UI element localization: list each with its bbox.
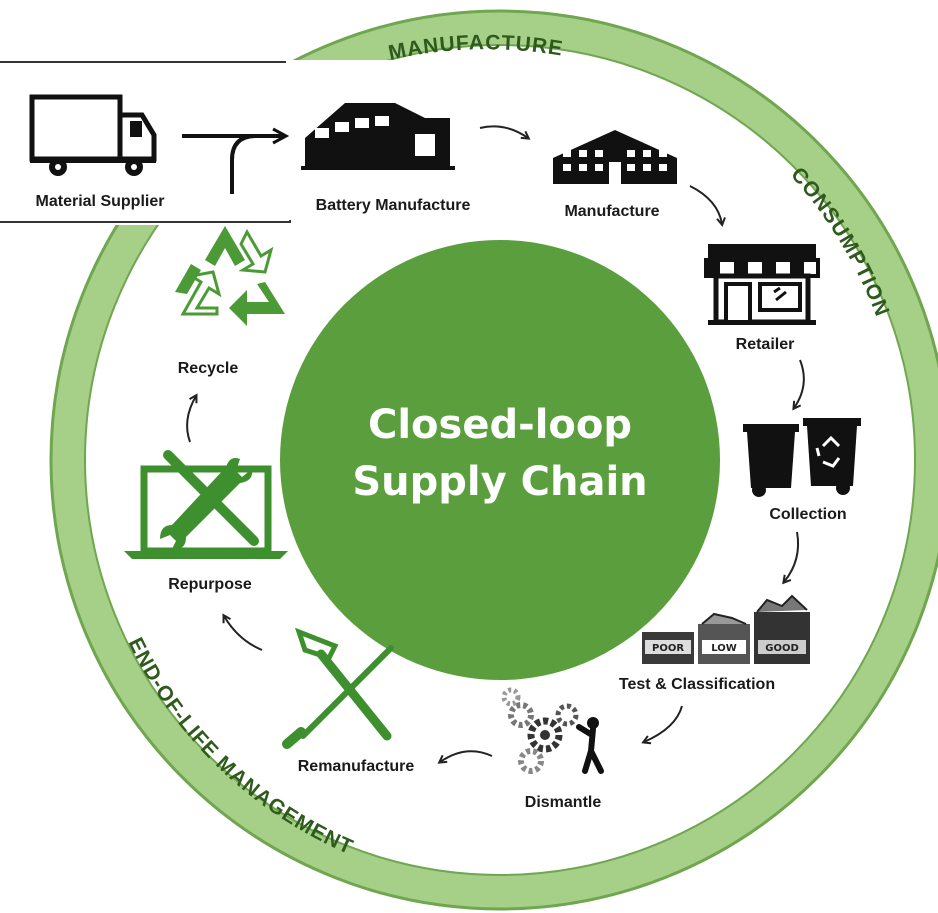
outer-ring <box>49 9 938 911</box>
arrow-dismantle-to-remanufacture <box>440 750 493 762</box>
label-battery-manufacture: Battery Manufacture <box>316 197 471 214</box>
badge-good: GOOD <box>765 643 799 654</box>
arrow-repurpose-to-recycle <box>186 396 196 443</box>
arrow-collection-to-test <box>784 531 800 582</box>
arrow-test-to-dismantle <box>644 705 683 742</box>
flow-arrows <box>186 125 805 762</box>
badge-low: LOW <box>711 643 737 654</box>
truck-icon <box>29 94 157 176</box>
gears-person-icon <box>501 687 604 774</box>
label-material-supplier: Material Supplier <box>36 193 165 210</box>
label-test-classification: Test & Classification <box>619 676 775 693</box>
supply-arrow <box>182 136 285 194</box>
center-title-line2: Supply Chain <box>352 459 647 505</box>
badge-poor: POOR <box>652 643 684 654</box>
building-icon <box>553 130 677 184</box>
arrow-remanufacture-to-repurpose <box>224 616 263 651</box>
arrow-retailer-to-collection <box>794 359 805 408</box>
arrow-battery-to-manufacture <box>479 125 528 138</box>
center-circle <box>280 240 720 680</box>
arrow-manufacture-to-retailer <box>689 185 722 224</box>
recycle-icon <box>175 226 285 326</box>
label-retailer: Retailer <box>736 336 795 353</box>
label-dismantle: Dismantle <box>525 794 602 811</box>
label-remanufacture: Remanufacture <box>298 758 415 775</box>
classification-boxes-icon: POOR LOW GOOD <box>642 594 810 664</box>
center-title-line1: Closed-loop <box>368 402 632 448</box>
factory-icon <box>301 103 455 170</box>
shop-icon <box>704 244 820 325</box>
bins-icon <box>743 418 861 497</box>
hammer-screwdriver-icon <box>282 627 394 749</box>
label-collection: Collection <box>769 506 846 523</box>
label-recycle: Recycle <box>178 360 239 377</box>
laptop-tools-icon <box>124 450 288 559</box>
label-repurpose: Repurpose <box>168 576 252 593</box>
label-manufacture: Manufacture <box>564 203 659 220</box>
